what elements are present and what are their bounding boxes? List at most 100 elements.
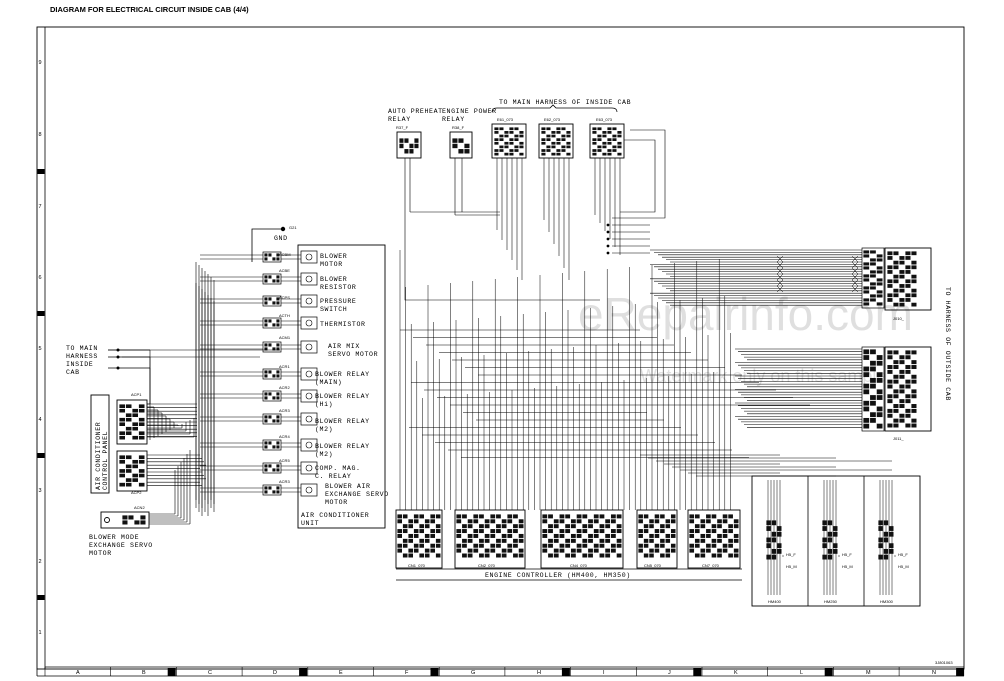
col-label: K: [734, 670, 738, 676]
connector-pin: [138, 469, 145, 473]
connector-pin: [649, 519, 654, 524]
connector-pin: [559, 529, 565, 534]
connector-pin: [551, 145, 556, 149]
connector-pin: [576, 533, 582, 538]
right-wiring: [861, 247, 917, 432]
wire: [851, 261, 859, 269]
connector-pin: [649, 533, 654, 538]
connector-pin: [728, 529, 733, 534]
connector-pin: [119, 435, 125, 440]
component-code: ACPS: [279, 295, 290, 300]
ac-unit-box: [297, 244, 386, 529]
doc-code: 3J801063: [935, 660, 953, 665]
connector-pin: [473, 543, 479, 548]
connector-pin: [592, 127, 597, 131]
connector-pin: [766, 537, 771, 543]
connector-pin: [559, 533, 565, 538]
connector-pin: [467, 548, 473, 553]
connector-pin: [766, 520, 771, 526]
connector-pin: [268, 415, 272, 419]
connector-pin: [717, 533, 722, 538]
connector-pin: [643, 529, 649, 534]
row-band-mark: [37, 595, 45, 600]
connector-pin: [694, 524, 700, 529]
connector-pin: [887, 355, 893, 360]
connector-pin: [870, 395, 876, 400]
connector-pin: [276, 275, 280, 279]
connector-pin: [876, 278, 883, 282]
connector-pin: [548, 543, 553, 548]
connector-pin: [419, 514, 424, 519]
connector-pin: [660, 538, 665, 543]
connector-box: [861, 247, 885, 309]
connector-pin: [889, 526, 894, 531]
connector-pin: [607, 138, 612, 141]
connector-pin: [694, 514, 700, 519]
component-symbol: [305, 253, 313, 261]
connector-pin: [660, 524, 665, 529]
connector-pin: [863, 262, 870, 266]
connector-pin: [827, 554, 833, 560]
connector-pin: [276, 257, 280, 261]
connector-pin: [268, 392, 272, 396]
connector-pin: [541, 141, 546, 145]
connector-pin: [605, 519, 611, 524]
wire: [776, 255, 784, 263]
connector-pin: [462, 529, 467, 534]
connector-pin: [670, 548, 676, 553]
connector-pin: [548, 553, 553, 558]
connector-pin: [588, 548, 593, 553]
connector-pin: [899, 302, 905, 307]
connector-pin: [496, 538, 501, 543]
connector-pin: [546, 127, 551, 131]
connector-pin: [272, 419, 276, 423]
connector-pin: [876, 282, 883, 286]
connector-pin: [462, 514, 467, 519]
connector-pin: [419, 524, 424, 529]
connector-pin: [430, 533, 435, 538]
connector-pin: [700, 538, 706, 543]
connector-pin: [607, 149, 612, 152]
connector-pin: [509, 149, 514, 152]
connector-pin: [893, 265, 899, 270]
connector-pin: [905, 413, 911, 418]
connector-pin: [899, 284, 905, 288]
connector-pin: [733, 524, 739, 529]
connector-pin: [565, 543, 571, 548]
component-connector: [262, 341, 282, 353]
connector-pin: [607, 141, 612, 145]
connector-pin: [612, 138, 617, 141]
connector-pin: [435, 543, 441, 548]
connector-pin: [268, 464, 272, 468]
connector-pin: [548, 538, 553, 543]
connector-pin: [514, 138, 519, 141]
connector-pin: [494, 152, 499, 156]
connector-pin: [561, 134, 566, 138]
connector-pin: [592, 152, 597, 156]
connector-pin: [899, 413, 905, 418]
connector-pin: [889, 548, 894, 554]
connector-pin: [766, 526, 771, 531]
connector-pin: [887, 270, 893, 274]
connector-pin: [863, 298, 870, 302]
connector-pin: [264, 297, 268, 301]
connector-pin: [911, 260, 917, 265]
connector-pin: [402, 524, 408, 529]
connector-pin: [597, 134, 602, 138]
connector-pin: [494, 138, 499, 141]
connector-pin: [876, 360, 883, 366]
component-connector: [262, 273, 282, 285]
connector-pin: [490, 514, 496, 519]
connector-pin: [887, 284, 893, 288]
component-symbol: [300, 272, 318, 286]
connector-pin: [893, 302, 899, 307]
component-symbol: [305, 275, 313, 283]
connector-pin: [822, 543, 827, 549]
connector-pin: [551, 134, 556, 138]
connector-pin: [513, 529, 518, 534]
connector-pin: [546, 134, 551, 138]
connector-pin: [138, 482, 145, 487]
connector-pin: [911, 360, 917, 365]
connector-pin: [404, 149, 409, 154]
ac-panel-box: [90, 394, 110, 494]
